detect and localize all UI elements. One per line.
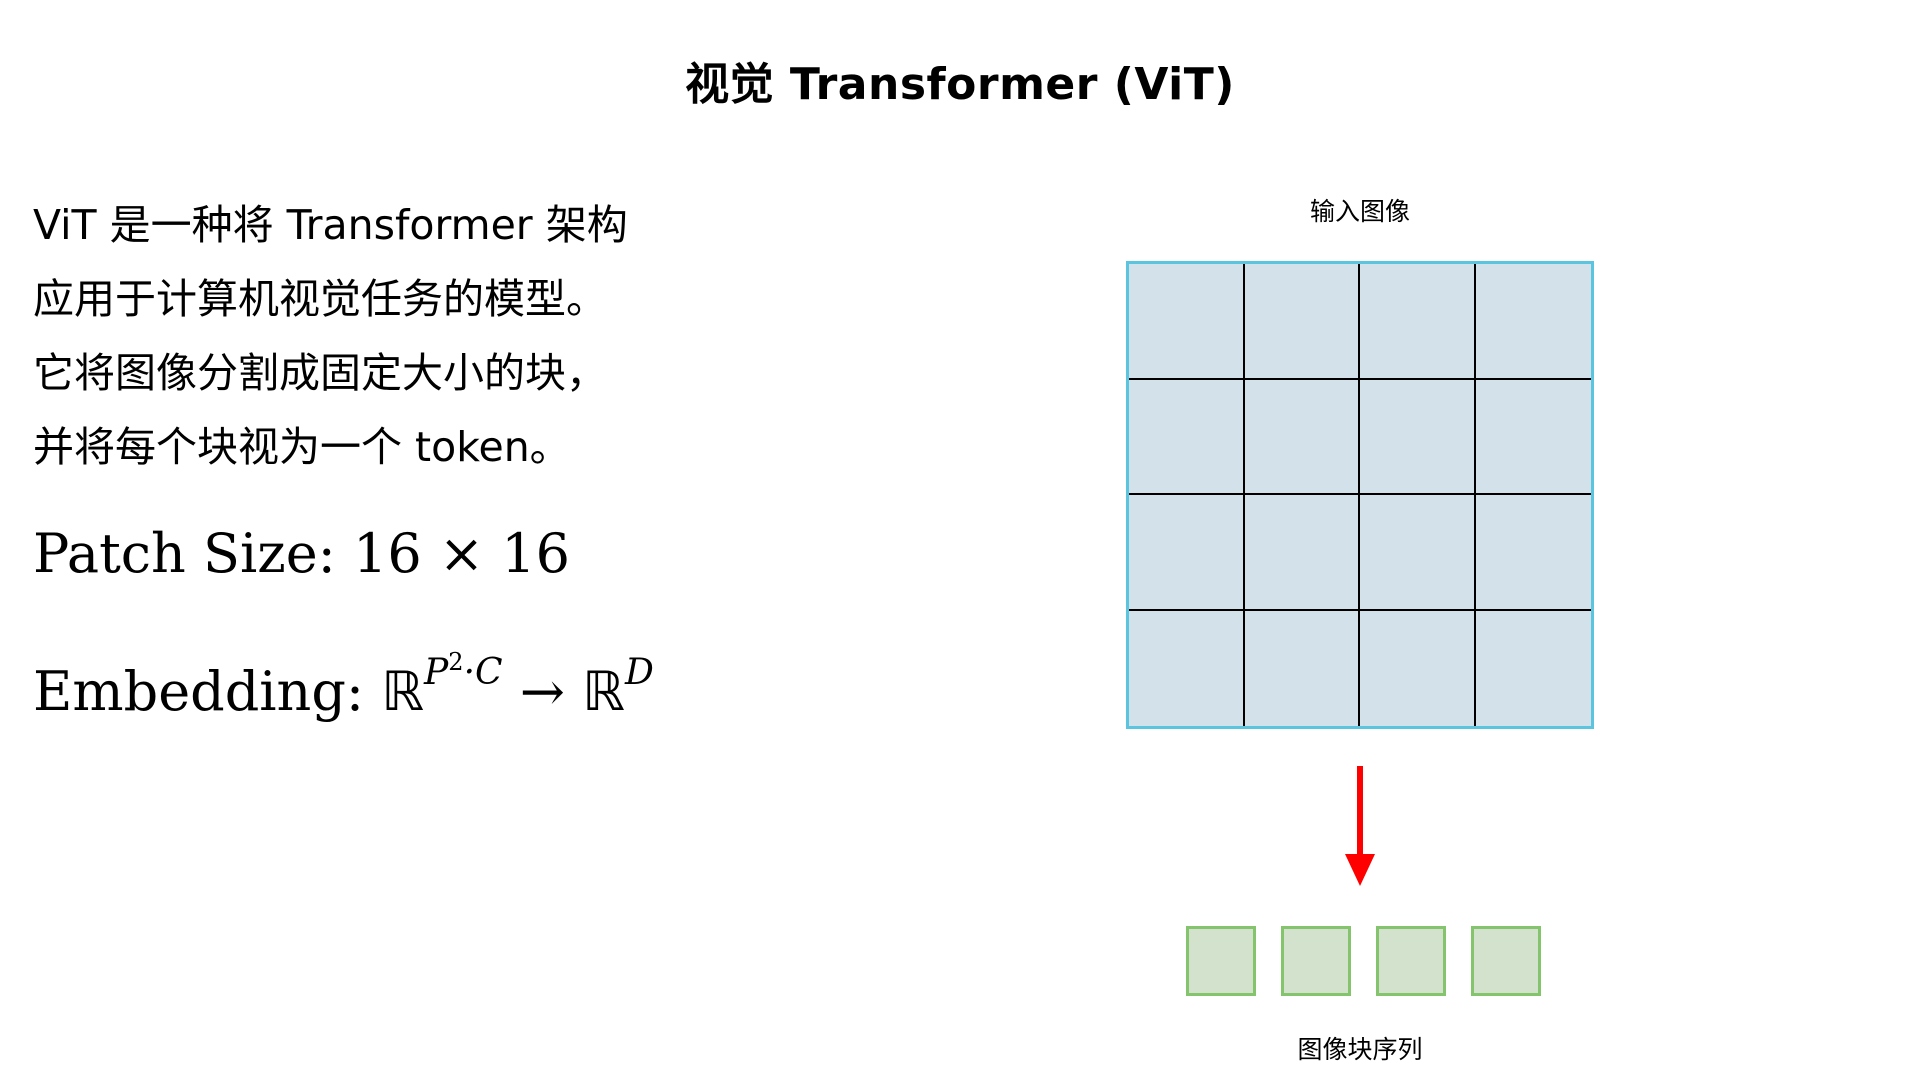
patch-sequence-label: 图像块序列 [1297, 1035, 1423, 1064]
real-numbers-symbol: ℝ [381, 660, 425, 723]
patch-cell [1360, 379, 1476, 495]
patch-cell [1360, 495, 1476, 611]
patch-cell [1360, 264, 1476, 380]
patch-token [1281, 926, 1351, 996]
description-line: 并将每个块视为一个 token。 [33, 423, 571, 471]
description: ViT 是一种将 Transformer 架构 应用于计算机视觉任务的模型。 它… [33, 188, 733, 484]
description-line: 应用于计算机视觉任务的模型。 [33, 275, 607, 323]
input-image-grid [1126, 261, 1594, 729]
real-numbers-symbol: ℝ [582, 660, 625, 723]
patch-cell [1129, 495, 1245, 611]
patch-cell [1244, 379, 1360, 495]
patch-token [1471, 926, 1541, 996]
patch-cell [1475, 495, 1591, 611]
patch-cell [1475, 380, 1591, 495]
exp-p: P [424, 652, 449, 693]
patch-cell [1360, 610, 1476, 726]
patch-cell [1129, 379, 1245, 495]
patch-token [1186, 926, 1256, 996]
patch-sequence [1186, 926, 1541, 996]
patch-cell [1129, 610, 1245, 726]
patch-cell [1245, 610, 1360, 726]
maps-to-arrow: → [519, 660, 565, 723]
description-line: 它将图像分割成固定大小的块， [33, 349, 607, 397]
patch-size-formula: Patch Size: 16 × 16 [33, 522, 571, 585]
embedding-formula: Embedding: ℝP2·C → ℝD [33, 648, 654, 723]
embedding-label: Embedding: [33, 660, 365, 723]
patch-cell [1476, 611, 1592, 727]
description-line: ViT 是一种将 Transformer 架构 [33, 201, 628, 249]
exp-c: ·C [463, 652, 503, 693]
domain-exponent: P2·C [424, 648, 503, 693]
page-title: 视觉 Transformer (ViT) [685, 59, 1235, 110]
patch-cell [1244, 495, 1360, 611]
patch-cell [1475, 264, 1591, 380]
down-arrow-icon [1345, 766, 1375, 886]
patch-token [1376, 926, 1446, 996]
patch-cell [1244, 264, 1360, 380]
patch-cell [1129, 264, 1245, 380]
exp-squared: 2 [448, 648, 464, 676]
codomain-exponent: D [624, 652, 654, 693]
input-image-label: 输入图像 [1309, 197, 1410, 226]
